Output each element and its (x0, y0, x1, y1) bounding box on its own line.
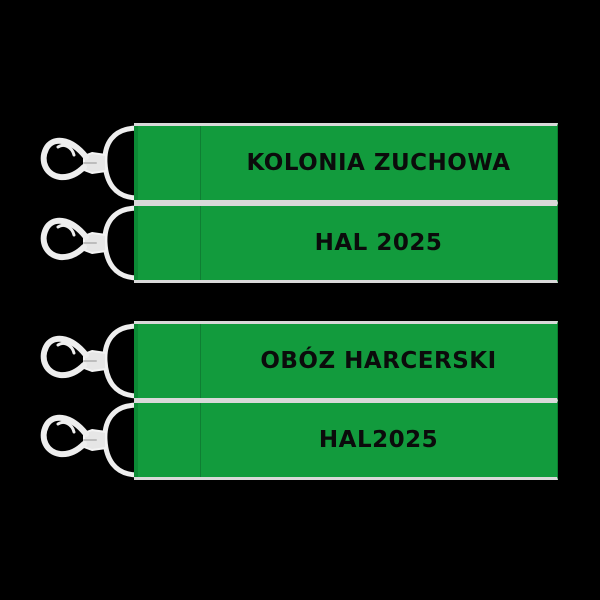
strap-end-fold (134, 126, 138, 200)
swivel-hook-icon (40, 125, 141, 201)
lanyard-label: HAL 2025 (314, 230, 443, 256)
strap-1: KOLONIA ZUCHOWA (134, 123, 558, 203)
lanyard-label: OBÓZ HARCERSKI (260, 348, 497, 374)
strap-3: OBÓZ HARCERSKI (134, 321, 558, 401)
lanyard-3: OBÓZ HARCERSKI (0, 321, 600, 401)
lanyard-4: HAL2025 (0, 400, 600, 480)
strap-4: HAL2025 (134, 400, 558, 480)
lanyard-label: HAL2025 (318, 427, 439, 453)
swivel-hook-icon (40, 402, 141, 478)
strap-seam (200, 403, 201, 477)
strap-end-fold (134, 403, 138, 477)
swivel-hook-icon (40, 323, 141, 399)
lanyard-1: KOLONIA ZUCHOWA (0, 123, 600, 203)
lanyard-label: KOLONIA ZUCHOWA (246, 150, 511, 176)
strap-end-fold (134, 206, 138, 280)
lanyard-2: HAL 2025 (0, 203, 600, 283)
strap-seam (200, 206, 201, 280)
strap-end-fold (134, 324, 138, 398)
strap-seam (200, 324, 201, 398)
swivel-hook-icon (40, 205, 141, 281)
strap-seam (200, 126, 201, 200)
strap-2: HAL 2025 (134, 203, 558, 283)
